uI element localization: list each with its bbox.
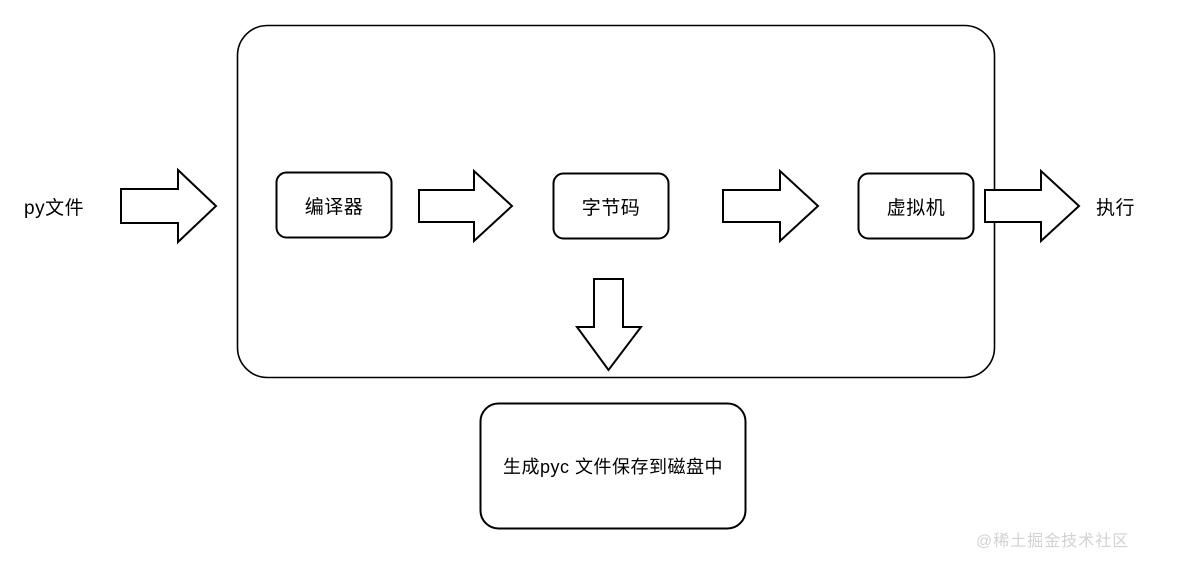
node-virtual-machine-box[interactable]	[857, 172, 975, 240]
arrow-vm-to-execute	[984, 168, 1081, 244]
label-execute: 执行	[1096, 198, 1136, 219]
node-pyc-disk-box[interactable]	[479, 402, 747, 530]
label-py-file: py文件	[24, 198, 85, 219]
node-compiler-box[interactable]	[275, 171, 393, 239]
watermark: @稀土掘金技术社区	[976, 533, 1130, 550]
arrow-py-to-container	[120, 167, 218, 245]
arrow-bytecode-to-vm	[722, 168, 820, 244]
arrow-compiler-to-bytecode	[418, 168, 514, 244]
node-bytecode-box[interactable]	[552, 172, 670, 240]
arrow-down-to-pyc	[575, 278, 644, 372]
